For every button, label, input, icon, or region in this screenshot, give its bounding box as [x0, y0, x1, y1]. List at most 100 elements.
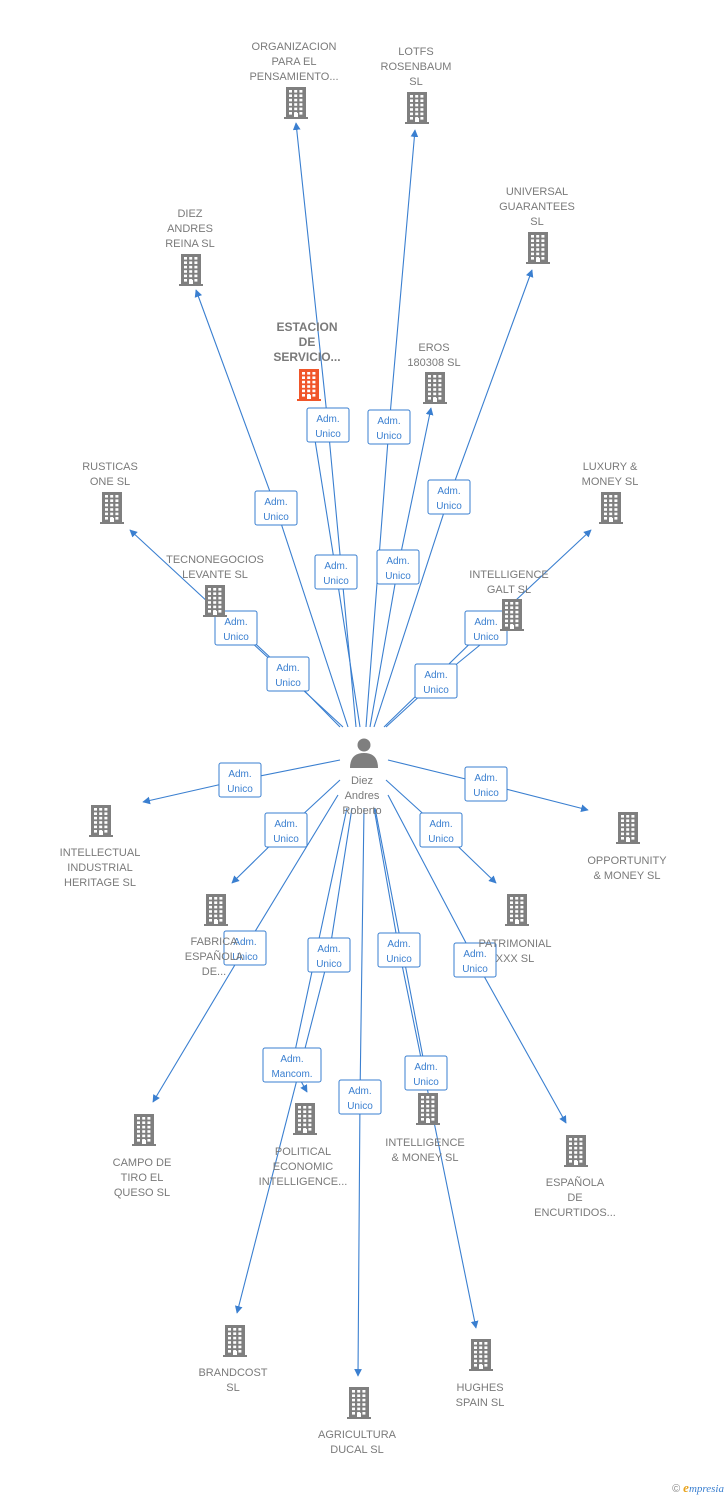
building-icon-hughes[interactable] [469, 1339, 493, 1371]
role-box-luxury[interactable]: Adm.Unico [464, 610, 508, 646]
building-icon-organizacion[interactable] [284, 87, 308, 119]
role-box-espanola-encurtidos[interactable]: Adm.Unico [453, 942, 497, 978]
role-box-tecnonegocios[interactable]: Adm. Unico [266, 656, 310, 692]
node-lotfs-label-line: LOTFS [398, 46, 433, 58]
center-person-label-line: Andres [345, 790, 380, 802]
building-icon-luxury[interactable] [599, 492, 623, 524]
role-box-universal-text: Adm. [437, 486, 460, 497]
role-box-intellectual[interactable]: Adm. Unico [218, 762, 262, 798]
building-icon-intelligence-money[interactable] [416, 1093, 440, 1125]
building-icon-universal[interactable] [526, 232, 550, 264]
building-icon-brandcost[interactable] [223, 1325, 247, 1357]
role-box-universal[interactable]: Adm.Unico [427, 479, 471, 515]
node-brandcost-label-line: BRANDCOST [198, 1367, 267, 1379]
node-rusticas-label-line: ONE SL [90, 476, 130, 488]
role-box-brandcost[interactable]: Adm.Unico [307, 937, 351, 973]
building-icon-agricultura[interactable] [347, 1387, 371, 1419]
role-box-agricultura[interactable]: Adm.Unico [338, 1079, 382, 1115]
node-tecnonegocios-label-line: TECNONEGOCIOS [166, 554, 264, 566]
role-box-organizacion[interactable]: Adm. Unico [306, 407, 350, 443]
role-box-agricultura-text: Unico [347, 1101, 373, 1112]
role-box-intellectual-text: Unico [227, 784, 253, 795]
role-box-fabrica[interactable]: Adm.Unico [264, 812, 308, 848]
role-box-rusticas[interactable]: Adm.Unico [214, 610, 258, 646]
building-icon-estacion[interactable] [297, 369, 321, 401]
footer-brand[interactable]: ©empresia [672, 1480, 724, 1496]
role-box-campo[interactable]: Adm.Unico [223, 930, 267, 966]
building-icon-espanola-encurtidos[interactable] [564, 1135, 588, 1167]
building-icon-patrimonial[interactable] [505, 894, 529, 926]
building-icon-eros[interactable] [423, 372, 447, 404]
role-box-estacion-text: Unico [323, 576, 349, 587]
role-box-diez-andres-reina[interactable]: Adm.Unico [254, 490, 298, 526]
brand-logo: empresia [683, 1480, 724, 1495]
node-patrimonial-label-line: XXX SL [496, 953, 535, 965]
role-box-eros[interactable]: Adm. Unico [376, 549, 420, 585]
role-box-intelligence-money[interactable]: Adm. Unico [404, 1055, 448, 1091]
node-organizacion-label-line: ORGANIZACION [252, 41, 337, 53]
role-box-intelligence-money-text: Adm. [414, 1062, 437, 1073]
role-box-lotfs-text: Unico [376, 431, 402, 442]
role-box-tecnonegocios-text: Adm. [276, 663, 299, 674]
building-icon-political[interactable] [293, 1103, 317, 1135]
node-universal-label-line: UNIVERSAL [506, 186, 568, 198]
building-icon-tecnonegocios[interactable] [203, 585, 227, 617]
role-box-luxury-text: Unico [473, 632, 499, 643]
role-box-eros-text: Adm. [386, 556, 409, 567]
role-box-lotfs[interactable]: Adm.Unico [367, 409, 411, 445]
node-intelligence-money-label: INTELLIGENCE& MONEY SL [385, 1137, 464, 1164]
node-eros-label-line: EROS [418, 342, 449, 354]
node-opportunity-label: OPPORTUNITY& MONEY SL [587, 855, 667, 882]
role-box-patrimonial[interactable]: Adm.Unico [419, 812, 463, 848]
building-icon-rusticas[interactable] [100, 492, 124, 524]
role-box-organizacion-text: Unico [315, 429, 341, 440]
role-box-intellectual-text: Adm. [228, 769, 251, 780]
role-box-opportunity[interactable]: Adm.Unico [464, 766, 508, 802]
building-icon-lotfs[interactable] [405, 92, 429, 124]
role-box-political[interactable]: Adm.Mancom. [262, 1047, 322, 1083]
node-campo-label-line: QUESO SL [114, 1187, 170, 1199]
node-tecnonegocios-label-line: LEVANTE SL [182, 569, 248, 581]
person-icon[interactable] [350, 738, 378, 769]
building-icon-fabrica[interactable] [204, 894, 228, 926]
node-opportunity-label-line: OPPORTUNITY [587, 855, 667, 867]
role-box-hughes-text: Adm. [387, 939, 410, 950]
role-box-eros-text: Unico [385, 571, 411, 582]
node-hughes-label-line: SPAIN SL [456, 1397, 505, 1409]
role-box-political-text: Mancom. [271, 1069, 312, 1080]
node-estacion-label-line: DE [299, 335, 316, 349]
node-rusticas-label-line: RUSTICAS [82, 461, 138, 473]
center-person-label-line: Diez [351, 775, 373, 787]
building-icon-diez-andres-reina[interactable] [179, 254, 203, 286]
building-icon-opportunity[interactable] [616, 812, 640, 844]
node-diez-andres-reina-label-line: ANDRES [167, 223, 213, 235]
role-box-rusticas-text: Unico [223, 632, 249, 643]
role-box-campo-text: Unico [232, 952, 258, 963]
node-intellectual-label-line: HERITAGE SL [64, 877, 136, 889]
building-icon-campo[interactable] [132, 1114, 156, 1146]
role-box-organizacion-text: Adm. [316, 414, 339, 425]
role-box-estacion[interactable]: Adm.Unico [314, 554, 358, 590]
node-political-label-line: POLITICAL [275, 1146, 331, 1158]
role-box-hughes[interactable]: Adm.Unico [377, 932, 421, 968]
building-icon-intelligence-galt[interactable] [500, 599, 524, 631]
node-luxury-label-line: MONEY SL [582, 476, 639, 488]
node-fabrica-label-line: ESPAÑOLA [185, 950, 244, 963]
node-diez-andres-reina-label-line: REINA SL [165, 238, 215, 250]
node-hughes-label-line: HUGHES [456, 1382, 503, 1394]
role-box-intelligence-galt[interactable]: Adm.Unico [414, 663, 458, 699]
node-lotfs-label-line: ROSENBAUM [381, 61, 452, 73]
role-box-tecnonegocios-text: Unico [275, 678, 301, 689]
building-icon-intellectual[interactable] [89, 805, 113, 837]
role-box-intelligence-money-text: Unico [413, 1077, 439, 1088]
node-organizacion-label-line: PARA EL [271, 56, 316, 68]
role-box-fabrica-text: Unico [273, 834, 299, 845]
